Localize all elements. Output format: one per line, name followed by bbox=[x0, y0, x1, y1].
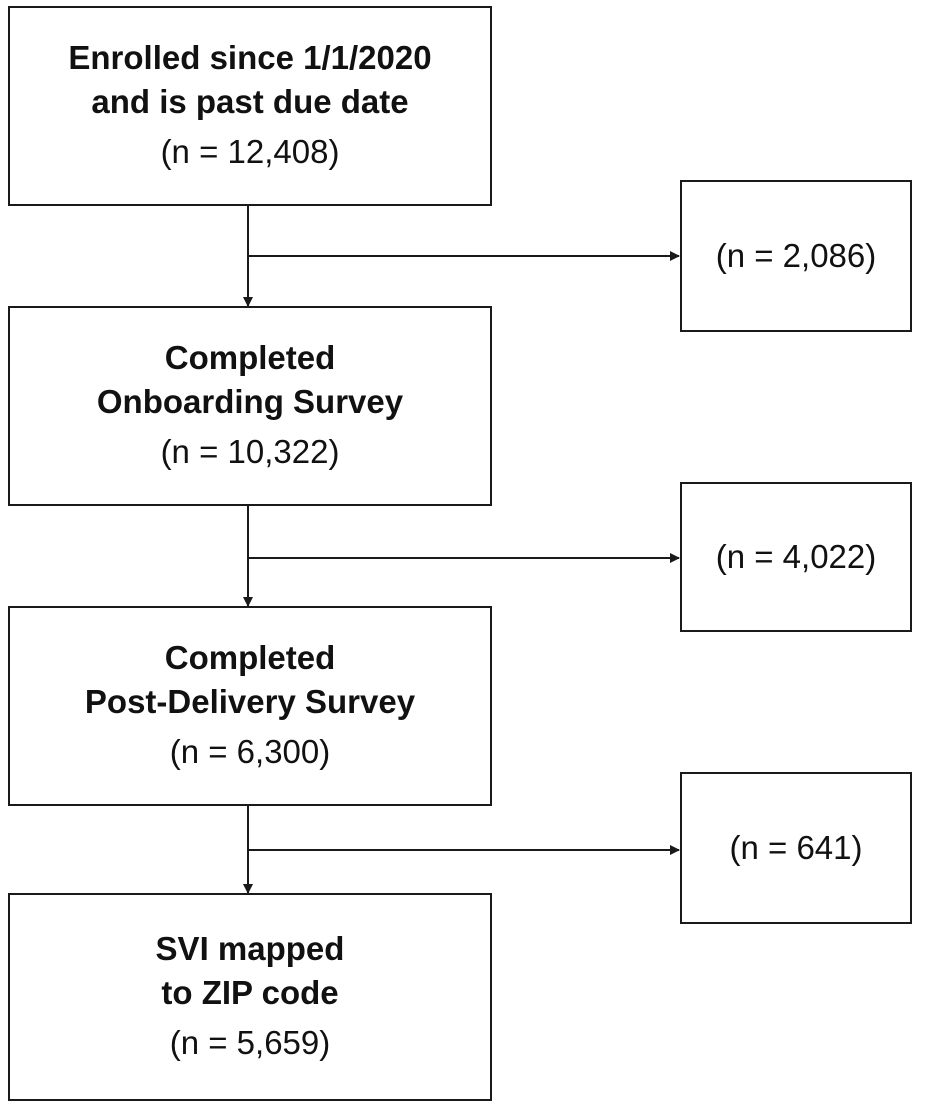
step-count: (n = 10,322) bbox=[160, 433, 340, 470]
step-title-line: Post-Delivery Survey bbox=[84, 683, 416, 720]
exclusion-box-1: (n = 2,086) bbox=[680, 180, 912, 332]
step-box-post-delivery: Completed Post-Delivery Survey (n = 6,30… bbox=[8, 606, 492, 806]
exclusion-count: (n = 2,086) bbox=[715, 237, 877, 274]
step-title-line: Completed bbox=[164, 339, 336, 376]
step-count: (n = 6,300) bbox=[169, 733, 331, 770]
step-title-line: Onboarding Survey bbox=[96, 383, 404, 420]
step-title-line: to ZIP code bbox=[161, 974, 339, 1011]
step-count: (n = 12,408) bbox=[160, 133, 340, 170]
step-title-line: and is past due date bbox=[91, 83, 409, 120]
step-title-line: SVI mapped bbox=[155, 930, 345, 967]
step-title-line: Completed bbox=[164, 639, 336, 676]
exclusion-box-2: (n = 4,022) bbox=[680, 482, 912, 632]
step-box-svi-mapped: SVI mapped to ZIP code (n = 5,659) bbox=[8, 893, 492, 1101]
step-box-enrolled: Enrolled since 1/1/2020 and is past due … bbox=[8, 6, 492, 206]
exclusion-box-3: (n = 641) bbox=[680, 772, 912, 924]
exclusion-count: (n = 4,022) bbox=[715, 538, 877, 575]
step-title-line: Enrolled since 1/1/2020 bbox=[68, 39, 432, 76]
step-count: (n = 5,659) bbox=[169, 1024, 331, 1061]
exclusion-count: (n = 641) bbox=[729, 829, 863, 866]
step-box-onboarding: Completed Onboarding Survey (n = 10,322) bbox=[8, 306, 492, 506]
